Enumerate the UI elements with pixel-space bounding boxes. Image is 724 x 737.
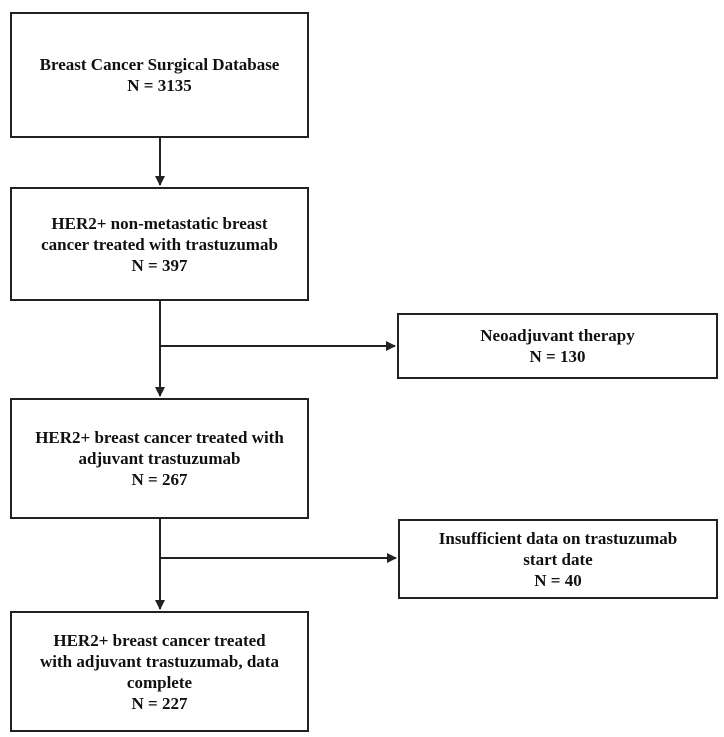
neoadjuvant-count: N = 130 bbox=[529, 347, 586, 366]
her2-adjuvant-box: HER2+ breast cancer treated with adjuvan… bbox=[10, 398, 309, 519]
her2-complete-box-text: HER2+ breast cancer treated with adjuvan… bbox=[40, 630, 279, 714]
insufficient-data-line-2: start date bbox=[523, 549, 593, 569]
database-title: Breast Cancer Surgical Database bbox=[39, 55, 280, 74]
insufficient-data-line-1: Insufficient data on trastuzumab bbox=[438, 528, 678, 548]
her2-nonmetastatic-count: N = 397 bbox=[131, 255, 188, 275]
her2-nonmetastatic-box: HER2+ non-metastatic breast cancer treat… bbox=[10, 187, 309, 301]
neoadjuvant-title: Neoadjuvant therapy bbox=[480, 326, 635, 345]
neoadjuvant-box-text: Neoadjuvant therapy N = 130 bbox=[480, 325, 634, 367]
her2-complete-line-2: with adjuvant trastuzumab, data bbox=[40, 651, 279, 671]
her2-complete-box: HER2+ breast cancer treated with adjuvan… bbox=[10, 611, 309, 732]
her2-adjuvant-line-2: adjuvant trastuzumab bbox=[78, 449, 241, 468]
her2-adjuvant-count: N = 267 bbox=[131, 470, 188, 489]
database-box-text: Breast Cancer Surgical Database N = 3135 bbox=[40, 54, 280, 96]
insufficient-data-count: N = 40 bbox=[534, 570, 582, 590]
her2-adjuvant-line-1: HER2+ breast cancer treated with bbox=[35, 428, 284, 447]
database-count: N = 3135 bbox=[127, 76, 192, 95]
neoadjuvant-box: Neoadjuvant therapy N = 130 bbox=[397, 313, 718, 379]
insufficient-data-box: Insufficient data on trastuzumab start d… bbox=[398, 519, 718, 599]
database-box: Breast Cancer Surgical Database N = 3135 bbox=[10, 12, 309, 138]
her2-complete-line-3: complete bbox=[126, 672, 193, 692]
her2-nonmetastatic-line-1: HER2+ non-metastatic breast bbox=[51, 213, 268, 233]
her2-nonmetastatic-line-2: cancer treated with trastuzumab bbox=[41, 234, 278, 254]
her2-complete-line-1: HER2+ breast cancer treated bbox=[53, 630, 266, 650]
her2-complete-count: N = 227 bbox=[131, 693, 188, 713]
her2-adjuvant-box-text: HER2+ breast cancer treated with adjuvan… bbox=[35, 427, 284, 490]
her2-nonmetastatic-box-text: HER2+ non-metastatic breast cancer treat… bbox=[41, 213, 278, 276]
insufficient-data-box-text: Insufficient data on trastuzumab start d… bbox=[439, 528, 678, 591]
